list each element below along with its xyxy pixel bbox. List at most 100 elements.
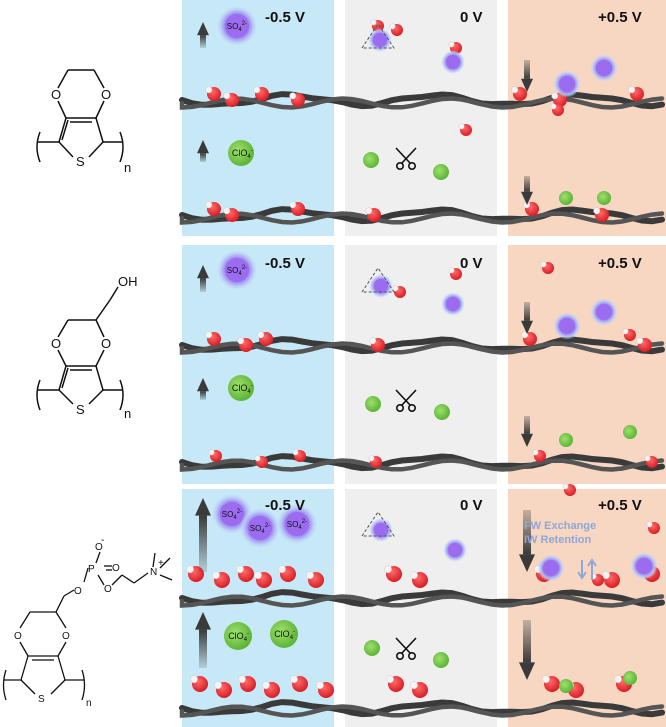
pedot-pc-subscript-n: n	[86, 698, 92, 709]
arrow-p1-top-neg-shaft	[200, 35, 206, 48]
pedot-subscript-n: n	[124, 160, 131, 175]
perchlorate-p3-neg-a	[224, 622, 252, 650]
arrow-p3-bottom-pos-head	[519, 662, 535, 680]
perchlorate-p1-pos-a	[559, 191, 573, 205]
sulfate-p3-pos-a-core	[543, 560, 559, 576]
polymer-chain-6-strand	[179, 704, 665, 718]
water-p1-3-hydrogen	[289, 92, 297, 100]
water-p5-9-hydrogen	[602, 571, 610, 580]
water-p3-1-hydrogen	[237, 337, 245, 345]
sulfate-p3-neg-b-core	[248, 516, 272, 540]
water-p1-4-hydrogen	[511, 86, 519, 94]
sulfate-p2-pos-a-core	[559, 318, 575, 334]
perchlorate-p2-neg	[228, 375, 254, 401]
water-p1-0-hydrogen	[205, 86, 213, 94]
arrow-p3-top-neg-head	[195, 498, 211, 516]
arrow-p2-bottom-pos-head	[521, 433, 533, 447]
arrow-p1-top-pos-head	[521, 78, 533, 92]
pedot-pc-phosphate-oxygen: O	[95, 542, 103, 553]
iw-retention-label: IW Retention	[524, 534, 591, 546]
water-p6-2-hydrogen	[238, 675, 246, 684]
pedot-pc-phosphate-minus: -	[101, 535, 104, 546]
free-water-8-hydrogen	[392, 285, 399, 292]
water-p5-7-hydrogen	[410, 571, 418, 580]
pedot-pc-ester-oxygen-1: O	[74, 586, 82, 597]
water-p6-3-hydrogen	[262, 681, 270, 690]
arrow-p2-top-pos-head	[521, 320, 533, 334]
perchlorate-p1-zero-b	[433, 164, 449, 180]
water-p2-5-hydrogen	[593, 207, 601, 215]
perchlorate-p3-zero-a	[364, 640, 380, 656]
arrow-p1-top-pos-shaft	[524, 60, 530, 79]
arrow-p3-bottom-neg-head	[195, 612, 211, 630]
sulfate-p2-neg-core	[225, 258, 249, 282]
free-water-10-hydrogen	[622, 328, 629, 335]
sulfate-p1-zero-a-core	[373, 33, 387, 47]
water-p5-1-hydrogen	[212, 571, 220, 580]
p3-voltage-neg: -0.5 V	[265, 497, 305, 514]
water-p6-7-hydrogen	[410, 681, 418, 690]
p1-voltage-neg: -0.5 V	[265, 9, 305, 26]
water-p6-8-hydrogen	[542, 675, 550, 684]
scissors-blade-a	[401, 147, 417, 164]
p1-voltage-pos: +0.5 V	[598, 9, 642, 26]
free-water-7-hydrogen	[389, 23, 396, 30]
water-p6-10-hydrogen	[614, 675, 622, 684]
water-p3-4-hydrogen	[521, 331, 529, 339]
arrow-p3-top-neg-shaft	[199, 515, 207, 572]
water-p4-2-hydrogen	[292, 449, 299, 456]
sulfate-p1-pos-a-core	[559, 76, 575, 92]
pedot-pc-phosphorus: P	[88, 564, 95, 575]
water-p5-4-hydrogen	[278, 565, 286, 574]
sulfate-p3-zero-a-core	[374, 523, 388, 537]
water-p5-3-hydrogen	[254, 571, 262, 580]
polymer-chain-3-strand	[179, 341, 665, 355]
sulfate-p2-zero-b-core	[446, 297, 460, 311]
pedot-oxygen-left: O	[51, 87, 61, 102]
water-p5-5-hydrogen	[306, 571, 314, 580]
exchange-arrow-down-icon	[577, 560, 587, 580]
free-water-5-hydrogen	[562, 483, 569, 490]
pedot-oh-sulfur: S	[76, 402, 85, 417]
sulfate-p3-neg-a-core	[220, 502, 244, 526]
arrow-p3-top-pos-head	[519, 554, 535, 572]
sulfate-p1-zero-b-core	[446, 55, 460, 69]
scissors-icon-1	[395, 147, 417, 171]
water-p5-6-hydrogen	[384, 565, 392, 574]
perchlorate-p3-neg-b	[270, 620, 298, 648]
perchlorate-p1-pos-b	[597, 191, 611, 205]
perchlorate-p2-zero-a	[365, 396, 381, 412]
fw-exchange-label: FW Exchange	[524, 520, 596, 532]
p2-voltage-neg: -0.5 V	[265, 255, 305, 272]
scissors-handle-a	[395, 403, 404, 412]
arrow-p2-top-neg-shaft	[200, 278, 206, 292]
sulfate-p3-neg-c-core	[285, 512, 309, 536]
arrow-p1-bottom-pos-head	[521, 191, 533, 205]
water-p5-2-hydrogen	[236, 565, 244, 574]
water-p6-6-hydrogen	[386, 675, 394, 684]
arrow-p3-bottom-neg-shaft	[199, 629, 207, 668]
pedot-structure	[36, 69, 124, 163]
arrow-p2-bottom-neg-shaft	[200, 391, 206, 400]
polymer-chain-1-strand	[179, 96, 665, 110]
arrow-p1-top-neg-head	[197, 22, 209, 36]
sulfate-p1-neg-core	[225, 14, 249, 38]
water-p1-5-hydrogen	[551, 92, 559, 100]
panel-2-negative-bg	[182, 245, 334, 484]
water-p2-3-hydrogen	[365, 207, 373, 215]
scissors-blade-b	[395, 637, 411, 654]
arrow-p3-bottom-pos-shaft	[523, 620, 531, 663]
perchlorate-p3-zero-b	[433, 652, 449, 668]
p2-voltage-zero: 0 V	[460, 255, 483, 272]
scissors-blade-b	[395, 389, 411, 406]
polymer-chain-6	[179, 699, 665, 718]
scissors-blade-a	[401, 637, 417, 654]
polymer-chain-5	[179, 589, 665, 608]
panel-scenes	[179, 5, 665, 718]
pedot-oh-subscript-n: n	[124, 406, 131, 421]
panel-1-positive-bg	[508, 0, 666, 236]
scissors-blade-a	[401, 389, 417, 406]
water-p3-3-hydrogen	[369, 337, 377, 345]
scissors-blade-b	[395, 147, 411, 164]
arrow-p2-bottom-neg-head	[197, 378, 209, 392]
